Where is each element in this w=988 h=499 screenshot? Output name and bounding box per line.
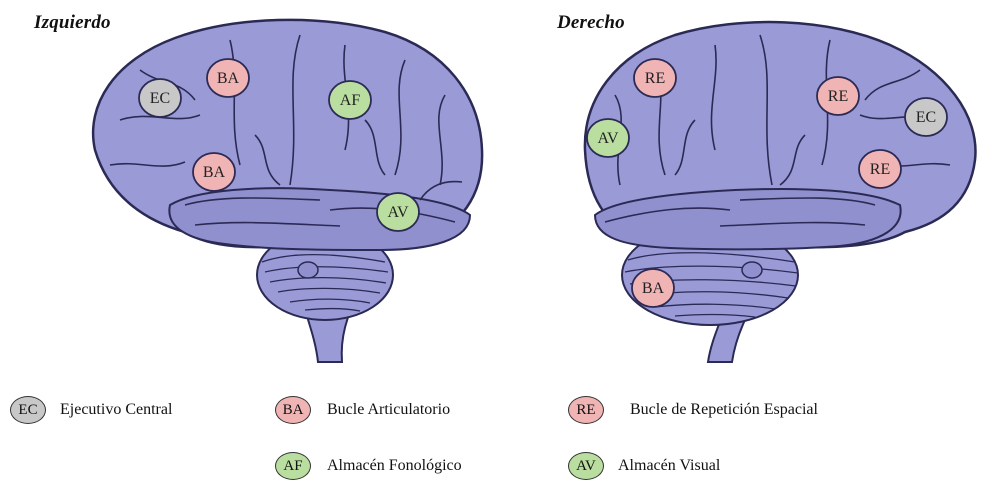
legend-label: Bucle Articulatorio [327,401,450,419]
legend-item-af: AF Almacén Fonológico [275,451,462,481]
brain-diagram: EC BA AF BA AV RE AV RE EC RE BA [0,0,988,380]
left-marker-ba: BA [193,153,235,191]
left-marker-label: BA [203,164,226,181]
left-marker-label: AF [340,92,361,109]
right-marker-label: EC [916,109,936,126]
right-marker-label: RE [828,88,848,105]
right-marker-label: RE [645,70,665,87]
left-marker-ba: BA [207,59,249,97]
right-marker-ba: BA [632,269,674,307]
legend-badge: AF [275,452,311,480]
right-marker-label: RE [870,161,890,178]
left-marker-af: AF [329,81,371,119]
legend-item-re: RE Bucle de Repetición Espacial [568,395,818,425]
left-marker-ec: EC [139,79,181,117]
legend-badge: EC [10,396,46,424]
left-marker-label: EC [150,90,170,107]
right-marker-re: RE [817,77,859,115]
right-marker-re: RE [634,59,676,97]
legend-label: Almacén Visual [618,457,720,475]
right-marker-ec: EC [905,98,947,136]
right-marker-av: AV [587,119,629,157]
left-marker-label: BA [217,70,240,87]
legend-badge: AV [568,452,604,480]
left-marker-label: AV [387,204,408,221]
legend-item-ba: BA Bucle Articulatorio [275,395,450,425]
legend-item-ec: EC Ejecutivo Central [10,395,172,425]
legend-badge: RE [568,396,604,424]
left-brain [93,20,482,362]
right-marker-label: BA [642,280,665,297]
legend-badge: BA [275,396,311,424]
legend-item-av: AV Almacén Visual [568,451,720,481]
legend-label: Ejecutivo Central [60,401,172,419]
left-marker-av: AV [377,193,419,231]
legend-label: Bucle de Repetición Espacial [630,401,818,419]
right-marker-re: RE [859,150,901,188]
right-marker-label: AV [597,130,618,147]
legend-label: Almacén Fonológico [327,457,462,475]
